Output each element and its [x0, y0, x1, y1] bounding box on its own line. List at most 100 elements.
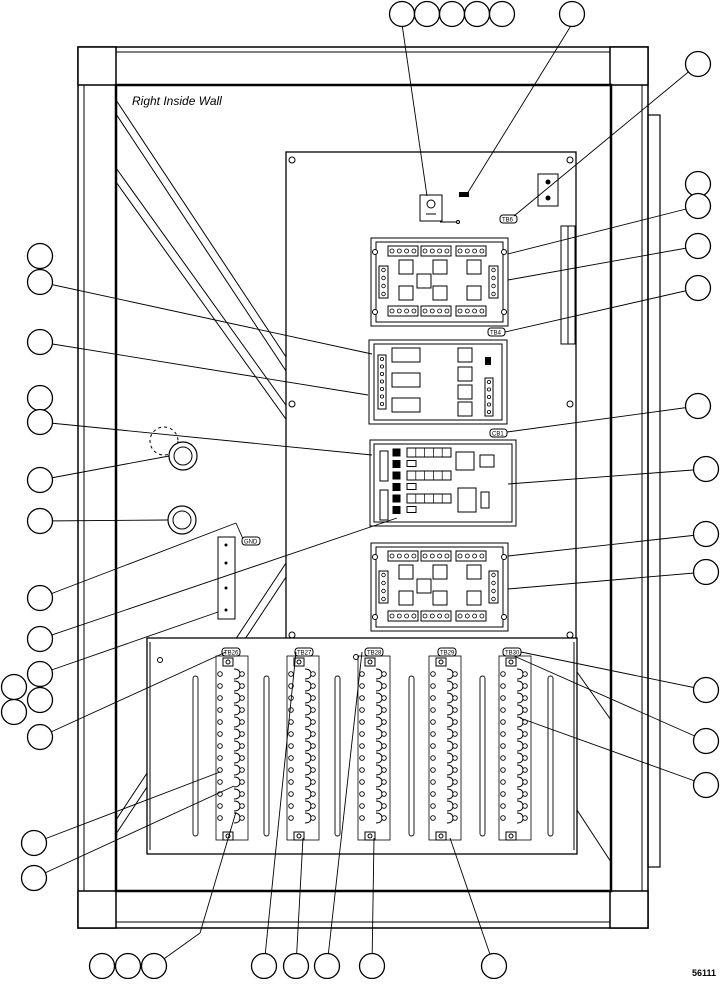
terminal-screw: [491, 283, 496, 289]
tag-tb6: TB6: [502, 218, 514, 224]
terminal-screw: [381, 267, 386, 273]
terminal-screw: [239, 707, 245, 713]
terminal-strip: [428, 655, 462, 841]
terminal-screw: [430, 767, 436, 773]
terminal-screw: [479, 613, 485, 619]
diagram-title: Right Inside Wall: [132, 94, 222, 108]
terminal-screw: [381, 803, 387, 809]
terminal-screw: [452, 755, 458, 761]
bracket-screw: [367, 833, 373, 839]
terminal-screw: [310, 671, 316, 677]
terminal-screw: [491, 572, 496, 578]
mounting-hole: [372, 309, 378, 315]
terminal-screw: [486, 379, 491, 384]
terminal-strip: [488, 570, 499, 604]
terminal-screw: [457, 308, 463, 314]
relay: [466, 564, 482, 580]
ground-bar: [217, 536, 236, 620]
terminal-screw: [457, 248, 463, 254]
board-details: [377, 354, 494, 521]
terminal-screw: [310, 791, 316, 797]
terminal-screw: [500, 815, 506, 821]
end-bracket: [435, 831, 447, 841]
callout-circle: [488, 0, 516, 28]
terminal-screw: [217, 671, 223, 677]
tag-tb26: TB26: [224, 651, 239, 657]
terminal-screw: [411, 553, 417, 559]
terminal-screw: [430, 743, 436, 749]
terminal-screw: [381, 572, 386, 578]
terminal-screw: [310, 743, 316, 749]
terminal-screw: [430, 695, 436, 701]
terminal-screw: [288, 815, 294, 821]
terminal-screw: [310, 731, 316, 737]
cable-gland-lower: [167, 505, 197, 535]
frame-corner-top-right: [609, 46, 649, 86]
relay: [398, 564, 414, 580]
terminal-screw: [239, 815, 245, 821]
terminal-strip: [357, 655, 391, 841]
terminal-screw: [217, 755, 223, 761]
terminal-strip: [387, 610, 419, 622]
terminal-strip: [420, 550, 452, 562]
terminal-screw: [381, 731, 387, 737]
relay: [432, 590, 448, 606]
terminal-screw: [379, 394, 384, 399]
terminal-screw: [379, 401, 384, 406]
terminal-screw: [491, 580, 496, 586]
terminal-screw: [522, 695, 528, 701]
terminal-strip: [378, 570, 389, 604]
terminal-screw: [381, 671, 387, 677]
terminal-screw: [429, 308, 435, 314]
terminal-screw: [217, 803, 223, 809]
terminal-strip: [379, 489, 389, 521]
terminal-screw: [452, 683, 458, 689]
terminal-strip: [286, 655, 320, 841]
terminal-strip: [378, 265, 389, 299]
terminal-screw: [422, 613, 428, 619]
terminal-screw: [404, 613, 410, 619]
terminal-screw: [411, 248, 417, 254]
callout-circle: [140, 952, 168, 980]
terminal-screw: [217, 767, 223, 773]
frame-corner-bottom-right: [609, 890, 649, 929]
terminal-screw: [389, 613, 395, 619]
terminal-screw: [379, 356, 384, 361]
terminal-screw: [452, 779, 458, 785]
callout-circle: [20, 864, 48, 892]
callout-circle: [480, 952, 508, 980]
terminal-strip: [455, 550, 487, 562]
bracket-screw: [296, 659, 302, 665]
terminal-screw: [430, 707, 436, 713]
terminal-screw: [396, 613, 402, 619]
terminal-screw: [310, 755, 316, 761]
terminal-screw: [464, 553, 470, 559]
terminal-screw: [288, 731, 294, 737]
terminal-screw: [381, 779, 387, 785]
terminal-strip: [387, 245, 419, 257]
terminal-screw: [381, 755, 387, 761]
terminal-screw: [379, 379, 384, 384]
callout-circle: [26, 466, 54, 494]
callout-circle: [692, 558, 720, 586]
terminal-screw: [389, 248, 395, 254]
terminal-screw: [381, 580, 386, 586]
terminal-screw: [217, 743, 223, 749]
fuse-holder: [392, 448, 401, 457]
terminal-screw: [457, 553, 463, 559]
terminal-screw: [522, 803, 528, 809]
terminal-screw: [500, 683, 506, 689]
callout-circle: [463, 0, 491, 28]
terminal-screw: [411, 308, 417, 314]
terminal-strip: [215, 655, 249, 841]
terminal-screw: [239, 767, 245, 773]
terminal-screw: [430, 779, 436, 785]
terminal-screw: [217, 731, 223, 737]
terminal-screw: [359, 671, 365, 677]
relay: [466, 285, 482, 301]
terminal-screw: [310, 779, 316, 785]
bracket-screw: [438, 659, 444, 665]
terminal-screw: [522, 767, 528, 773]
bracket-screw: [508, 659, 514, 665]
terminal-screw: [452, 743, 458, 749]
